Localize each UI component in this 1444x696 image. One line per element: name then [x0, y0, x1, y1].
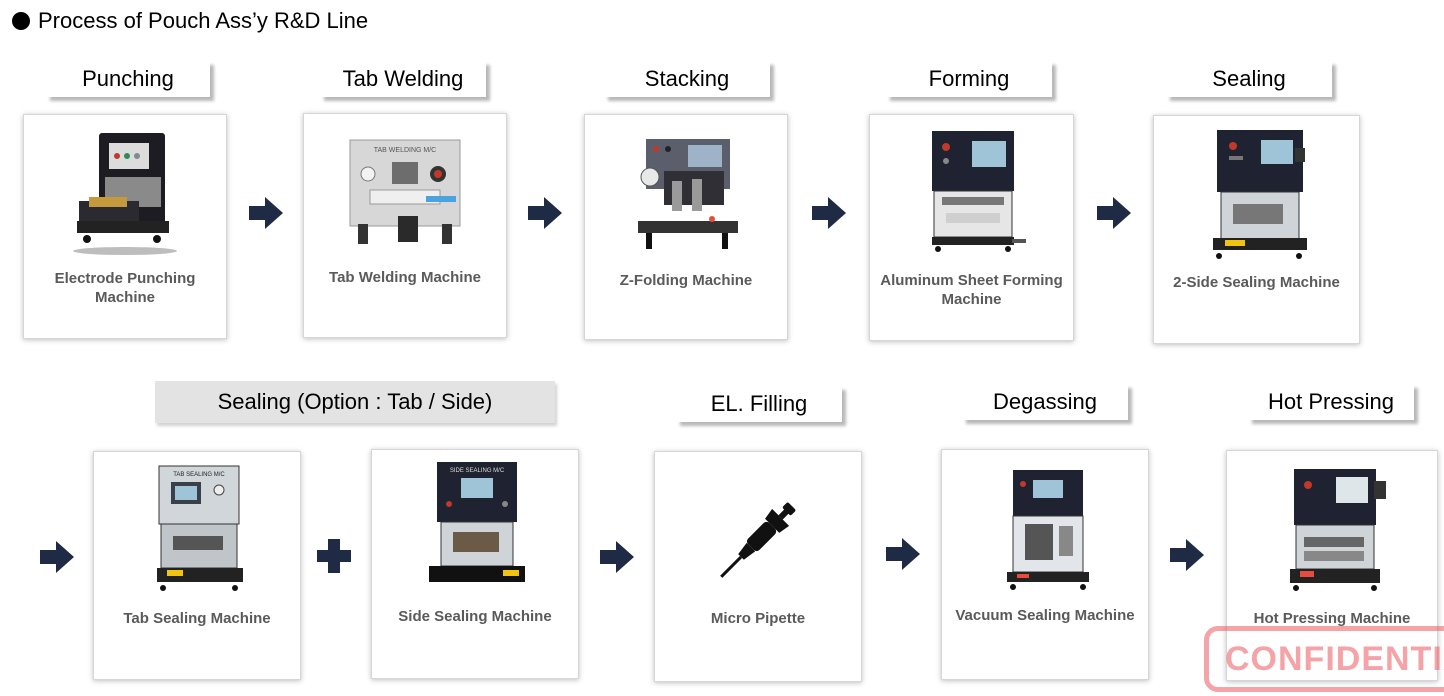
machine-caption: Side Sealing Machine	[398, 608, 552, 625]
step-label-punching: Punching	[46, 61, 210, 97]
machine-card-hot-pressing: Hot Pressing Machine	[1226, 450, 1438, 681]
machine-caption: Tab Welding Machine	[329, 269, 481, 286]
micro-pipette-icon	[720, 502, 796, 578]
vacuum-sealing-machine-image	[1007, 470, 1089, 590]
step-label-forming: Forming	[886, 61, 1052, 97]
machine-card-stacking: Z-Folding Machine	[584, 114, 788, 340]
svg-text:SIDE SEALING M/C: SIDE SEALING M/C	[450, 468, 505, 474]
machine-card-sealing: 2-Side Sealing Machine	[1153, 115, 1360, 344]
electrode-punching-machine-image	[73, 133, 177, 255]
plus-icon	[317, 539, 351, 573]
machine-caption: Vacuum Sealing Machine	[955, 607, 1135, 624]
side-sealing-machine-image: SIDE SEALING M/C	[429, 462, 525, 582]
step-label-el-filling: EL. Filling	[676, 386, 842, 422]
svg-text:TAB SEALING M/C: TAB SEALING M/C	[173, 472, 225, 478]
step-label-degassing: Degassing	[962, 384, 1128, 420]
machine-caption: Electrode Punching Machine	[54, 270, 196, 306]
two-side-sealing-machine-image	[1212, 130, 1307, 259]
right-arrow-icon	[528, 197, 562, 229]
machine-card-forming: Aluminum Sheet Forming Machine	[869, 114, 1074, 341]
aluminum-sheet-forming-machine-image	[931, 131, 1026, 252]
tab-welding-machine-image: TAB WELDING M/C	[349, 139, 461, 244]
right-arrow-icon	[812, 197, 846, 229]
machine-caption: 2-Side Sealing Machine	[1173, 274, 1340, 291]
machine-caption: Hot Pressing Machine	[1253, 610, 1411, 627]
step-label-sealing-option: Sealing (Option : Tab / Side)	[155, 381, 555, 423]
machine-card-tab-sealing: TAB SEALING M/C Tab Sealing Machine	[93, 451, 301, 680]
machine-caption: Micro Pipette	[710, 610, 806, 627]
machine-card-el-filling: Micro Pipette	[654, 451, 862, 682]
right-arrow-icon	[249, 197, 283, 229]
step-label-tab-welding: Tab Welding	[320, 61, 486, 97]
machine-card-degassing: Vacuum Sealing Machine	[941, 449, 1149, 680]
machine-caption: Aluminum Sheet Forming Machine	[880, 272, 1063, 308]
machine-card-punching: Electrode Punching Machine	[23, 114, 227, 339]
machine-caption: Tab Sealing Machine	[123, 610, 271, 627]
machine-caption: Z-Folding Machine	[619, 272, 753, 289]
page-title: Process of Pouch Ass’y R&D Line	[38, 8, 369, 33]
step-label-sealing: Sealing	[1166, 61, 1332, 97]
step-label-hot-pressing: Hot Pressing	[1248, 384, 1414, 420]
bullet-dot-icon	[12, 12, 30, 30]
tab-sealing-machine-image: TAB SEALING M/C	[157, 465, 243, 591]
machine-card-tab-welding: TAB WELDING M/C Tab Welding Machine	[303, 113, 507, 338]
right-arrow-icon	[1097, 197, 1131, 229]
right-arrow-icon	[600, 541, 634, 573]
right-arrow-icon	[1170, 539, 1204, 571]
svg-text:TAB WELDING M/C: TAB WELDING M/C	[374, 147, 436, 154]
right-arrow-icon	[886, 538, 920, 570]
right-arrow-icon	[40, 541, 74, 573]
machine-card-side-sealing: SIDE SEALING M/C Side Sealing Machine	[371, 449, 579, 679]
hot-pressing-machine-image	[1290, 469, 1386, 591]
page-heading: Process of Pouch Ass’y R&D Line	[12, 8, 368, 34]
z-folding-machine-image	[638, 139, 738, 249]
step-label-stacking: Stacking	[604, 61, 770, 97]
